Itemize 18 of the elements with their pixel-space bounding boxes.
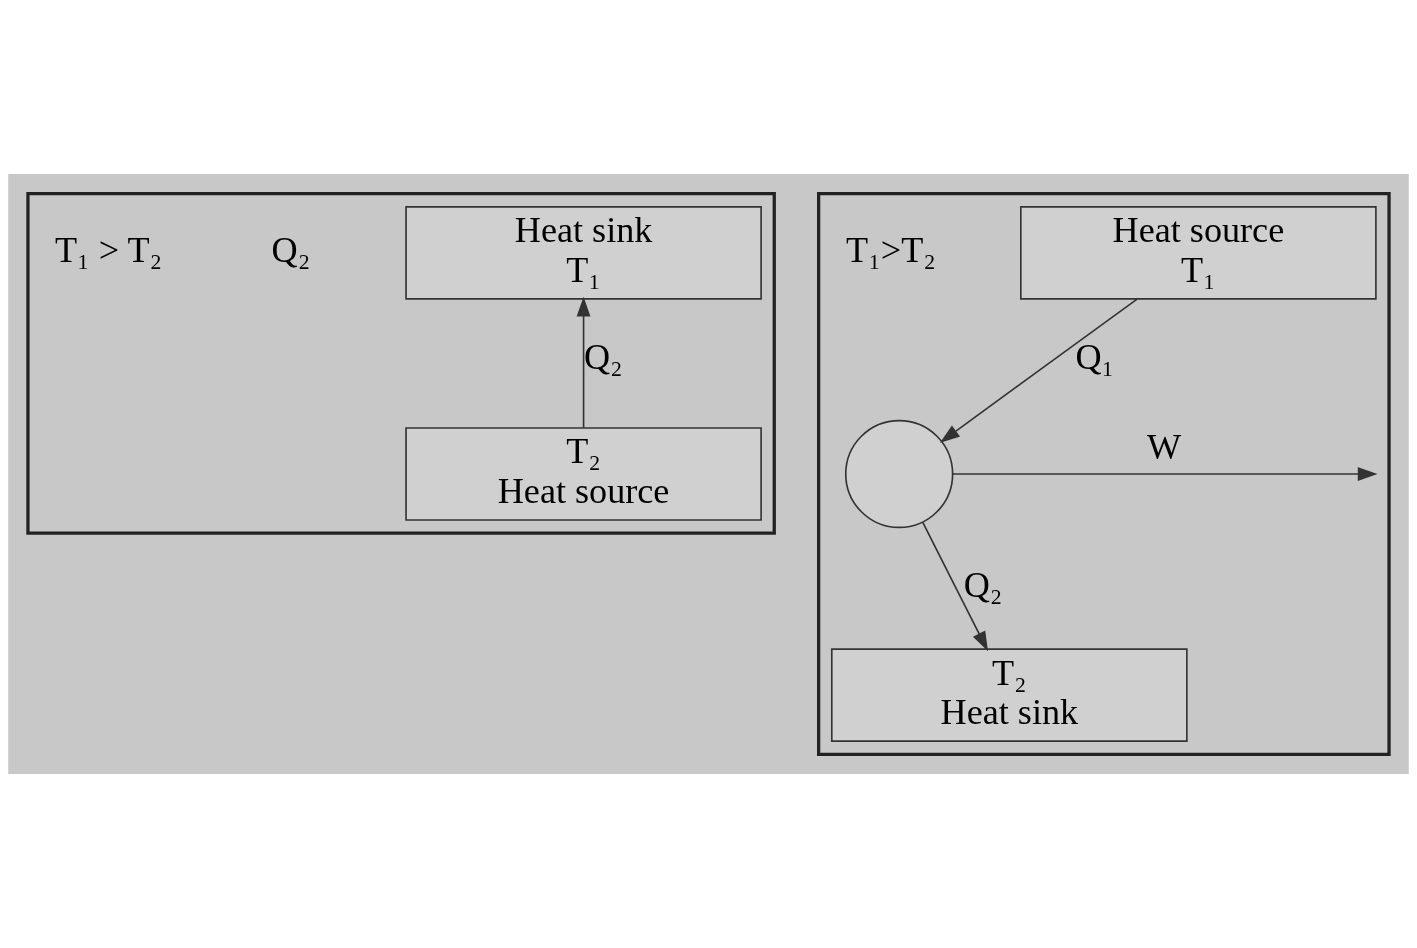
cluster xyxy=(26,192,776,535)
cluster xyxy=(817,192,1391,756)
arrow xyxy=(922,521,988,652)
edge-label: Q₂ xyxy=(963,565,1003,606)
label: T₁>T₂ xyxy=(846,230,936,271)
node-box: Heat source T₁ xyxy=(1020,206,1377,300)
arrow xyxy=(952,467,1378,481)
label: T₁ > T₂ xyxy=(54,230,163,271)
edge-label: Q₂ xyxy=(583,336,623,377)
node-box: T₂ Heat sink xyxy=(830,648,1188,742)
edge-label: W xyxy=(1146,426,1182,467)
edge-label: Q₁ xyxy=(1075,336,1115,377)
node-box: Heat sink T₁ xyxy=(405,206,762,300)
node-box: T₂ Heat source xyxy=(405,427,762,521)
arrow xyxy=(576,296,591,429)
arrow xyxy=(940,298,1138,443)
label: Q₂ xyxy=(271,230,311,271)
node-circle xyxy=(844,419,954,529)
